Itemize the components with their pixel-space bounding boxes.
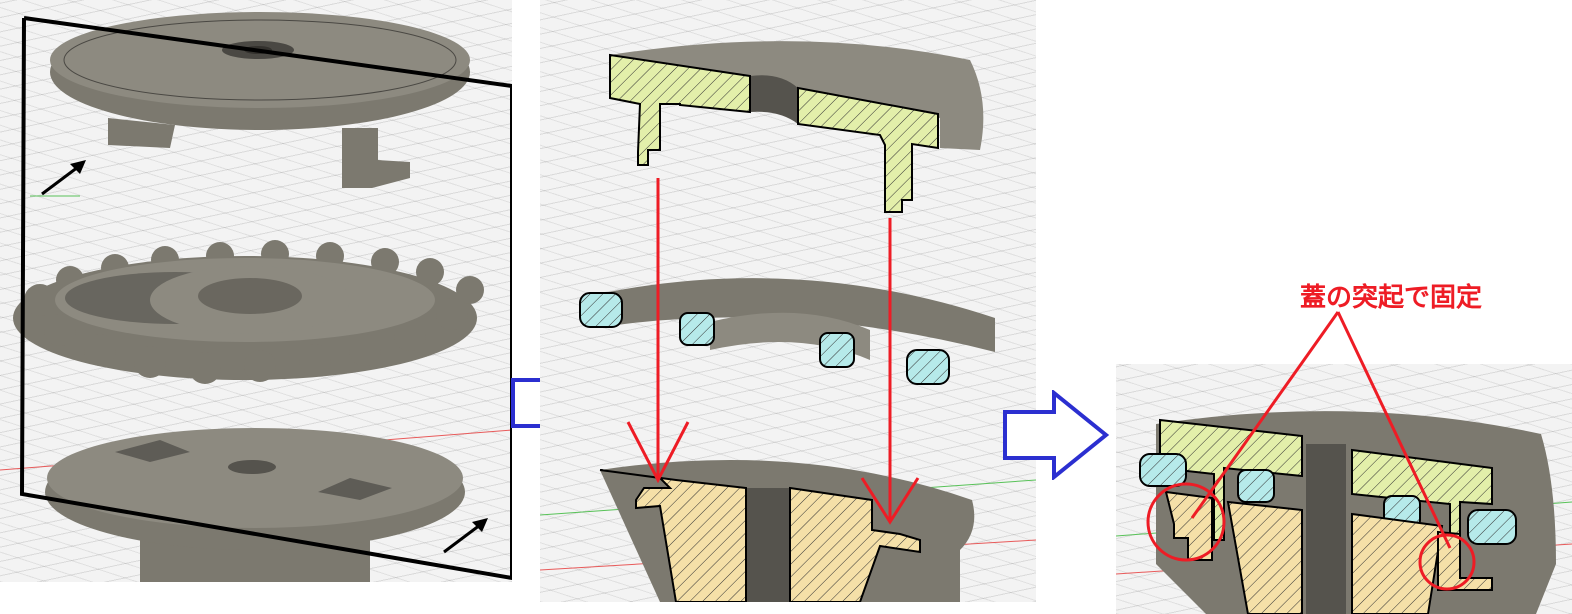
assembled-section-drawing xyxy=(1116,411,1572,614)
section-plane-arrow-icon xyxy=(41,160,488,554)
assembled-section-panel xyxy=(1116,364,1572,614)
insertion-arrows xyxy=(626,178,920,525)
annotation-label: 蓋の突起で固定 xyxy=(1300,283,1483,313)
section-exploded-panel xyxy=(540,0,1036,602)
exploded-view-panel xyxy=(0,0,512,582)
gear-ring-part xyxy=(13,240,484,384)
lid-part xyxy=(50,12,470,188)
lid-section xyxy=(609,41,984,213)
section-plane xyxy=(19,16,512,581)
assembled-body xyxy=(1139,411,1556,614)
section-exploded-drawing xyxy=(540,41,1036,602)
right-arrow-icon xyxy=(1003,390,1110,480)
gear-section xyxy=(579,278,995,385)
base-part xyxy=(45,428,465,582)
base-section xyxy=(599,460,975,602)
exploded-view-drawing xyxy=(0,12,512,582)
